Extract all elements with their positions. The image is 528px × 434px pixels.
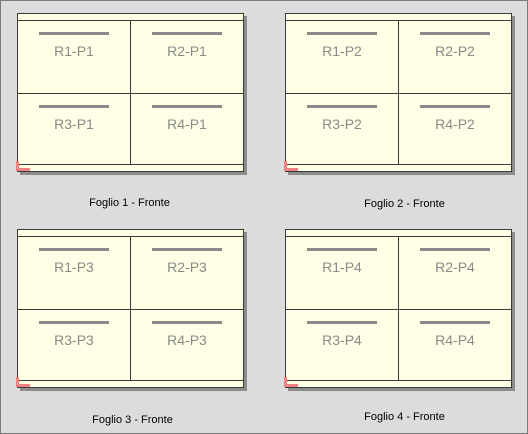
page-cell: R2-P3 <box>131 237 243 309</box>
page-label: R2-P1 <box>167 43 207 59</box>
sheet-3[interactable]: R1-P3 R2-P3 R3-P3 R4-P3 <box>16 229 244 388</box>
page-header-bar <box>152 32 222 35</box>
page-header-bar <box>420 105 490 108</box>
page-header-bar <box>307 321 377 324</box>
page-label: R1-P1 <box>54 43 94 59</box>
corner-mark-icon <box>16 377 30 387</box>
page-cell: R3-P2 <box>286 94 398 166</box>
page-cell: R1-P3 <box>18 237 130 309</box>
page-cell: R1-P4 <box>286 237 398 309</box>
sheet-1[interactable]: R1-P1 R2-P1 R3-P1 R4-P1 <box>16 13 244 172</box>
page-header-bar <box>420 321 490 324</box>
sheet-4[interactable]: R1-P4 R2-P4 R3-P4 R4-P4 <box>284 229 512 388</box>
sheet-horizontal-cut-line <box>286 309 511 310</box>
page-header-bar <box>39 32 109 35</box>
sheet-horizontal-cut-line <box>18 93 243 94</box>
sheet-top-margin-line <box>286 236 511 237</box>
page-cell: R1-P1 <box>18 21 130 93</box>
page-header-bar <box>420 248 490 251</box>
page-cell: R4-P2 <box>399 94 511 166</box>
page-header-bar <box>39 248 109 251</box>
sheet-2[interactable]: R1-P2 R2-P2 R3-P2 R4-P2 <box>284 13 512 172</box>
page-label: R4-P1 <box>167 116 207 132</box>
sheet-horizontal-cut-line <box>18 309 243 310</box>
sheet-caption: Foglio 1 - Fronte <box>89 197 170 209</box>
page-header-bar <box>307 105 377 108</box>
page-cell: R2-P4 <box>399 237 511 309</box>
page-cell: R3-P4 <box>286 310 398 382</box>
sheet-vertical-cut-line <box>398 237 399 380</box>
page-label: R2-P3 <box>167 259 207 275</box>
page-cell: R4-P1 <box>131 94 243 166</box>
page-header-bar <box>420 32 490 35</box>
page-header-bar <box>152 321 222 324</box>
page-cell: R2-P2 <box>399 21 511 93</box>
page-label: R1-P2 <box>322 43 362 59</box>
page-label: R4-P3 <box>167 332 207 348</box>
page-label: R3-P2 <box>322 116 362 132</box>
sheet-top-margin-line <box>18 236 243 237</box>
page-header-bar <box>39 321 109 324</box>
page-label: R2-P4 <box>435 259 475 275</box>
page-cell: R1-P2 <box>286 21 398 93</box>
sheet-caption: Foglio 4 - Fronte <box>364 411 445 423</box>
sheet-top-margin-line <box>286 20 511 21</box>
page-label: R3-P4 <box>322 332 362 348</box>
sheet-horizontal-cut-line <box>286 93 511 94</box>
sheet-caption: Foglio 3 - Fronte <box>92 414 173 426</box>
sheet-bottom-margin-line <box>286 380 511 381</box>
page-label: R1-P3 <box>54 259 94 275</box>
page-header-bar <box>39 105 109 108</box>
page-cell: R3-P3 <box>18 310 130 382</box>
page-label: R3-P1 <box>54 116 94 132</box>
page-header-bar <box>307 32 377 35</box>
page-label: R4-P4 <box>435 332 475 348</box>
page-header-bar <box>307 248 377 251</box>
page-cell: R2-P1 <box>131 21 243 93</box>
sheet-top-margin-line <box>18 20 243 21</box>
page-header-bar <box>152 248 222 251</box>
sheet-vertical-cut-line <box>130 21 131 164</box>
page-cell: R4-P4 <box>399 310 511 382</box>
sheet-bottom-margin-line <box>18 164 243 165</box>
corner-mark-icon <box>16 161 30 171</box>
sheet-caption: Foglio 2 - Fronte <box>364 198 445 210</box>
page-label: R4-P2 <box>435 116 475 132</box>
sheet-vertical-cut-line <box>130 237 131 380</box>
page-cell: R3-P1 <box>18 94 130 166</box>
corner-mark-icon <box>284 377 298 387</box>
page-label: R1-P4 <box>322 259 362 275</box>
page-label: R2-P2 <box>435 43 475 59</box>
page-header-bar <box>152 105 222 108</box>
sheet-bottom-margin-line <box>18 380 243 381</box>
corner-mark-icon <box>284 161 298 171</box>
sheet-bottom-margin-line <box>286 164 511 165</box>
page-label: R3-P3 <box>54 332 94 348</box>
page-cell: R4-P3 <box>131 310 243 382</box>
sheet-vertical-cut-line <box>398 21 399 164</box>
